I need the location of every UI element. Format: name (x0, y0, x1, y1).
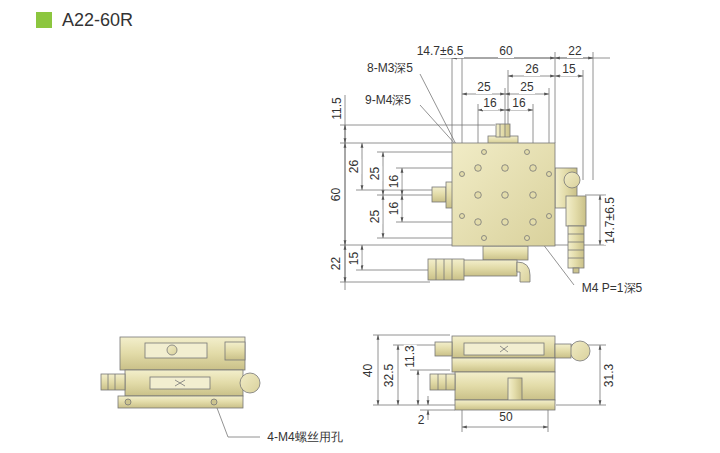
dimension-value: 32.5 (383, 362, 396, 387)
dimension-value: 15 (348, 250, 361, 265)
dimension-value: 11.5 (331, 96, 344, 120)
dimension-value: 26 (348, 158, 361, 173)
dimension-value: 25 (369, 208, 382, 223)
dimension-value: 15 (561, 63, 576, 76)
dimension-value: 14.7±6.5 (416, 45, 465, 58)
callout-note: 8-M3深5 (366, 62, 414, 75)
dimension-value: 50 (498, 411, 513, 424)
callout-note: 9-M4深5 (364, 94, 412, 107)
dimension-value: 2 (417, 414, 426, 427)
dimension-value: 14.7±6.5 (604, 196, 617, 245)
dimension-value: 25 (519, 81, 534, 94)
diagram-title: A22-60R (62, 10, 133, 31)
dimension-value: 16 (388, 173, 401, 188)
dimension-value: 22 (330, 255, 343, 270)
top-view (428, 124, 586, 282)
dimension-value: 16 (482, 97, 497, 110)
dimension-value: 25 (369, 165, 382, 180)
callout-note: M4 P=1深5 (581, 282, 643, 295)
title-square (36, 12, 52, 28)
dimension-lines (214, 52, 610, 437)
dimension-value: 22 (567, 45, 582, 58)
dimension-value: 60 (498, 45, 513, 58)
dimension-value: 16 (511, 97, 526, 110)
callout-note: 4-M4螺丝用孔 (266, 431, 343, 444)
dimension-value: 11.3 (404, 344, 417, 368)
dimension-value: 31.3 (603, 362, 616, 387)
dimension-value: 25 (476, 81, 491, 94)
dimension-value: 40 (362, 362, 375, 377)
side-view-left (101, 337, 260, 408)
dimension-value: 26 (524, 63, 539, 76)
dimension-value: 60 (330, 186, 343, 201)
dimension-value: 16 (388, 200, 401, 215)
side-view-right (430, 336, 590, 410)
